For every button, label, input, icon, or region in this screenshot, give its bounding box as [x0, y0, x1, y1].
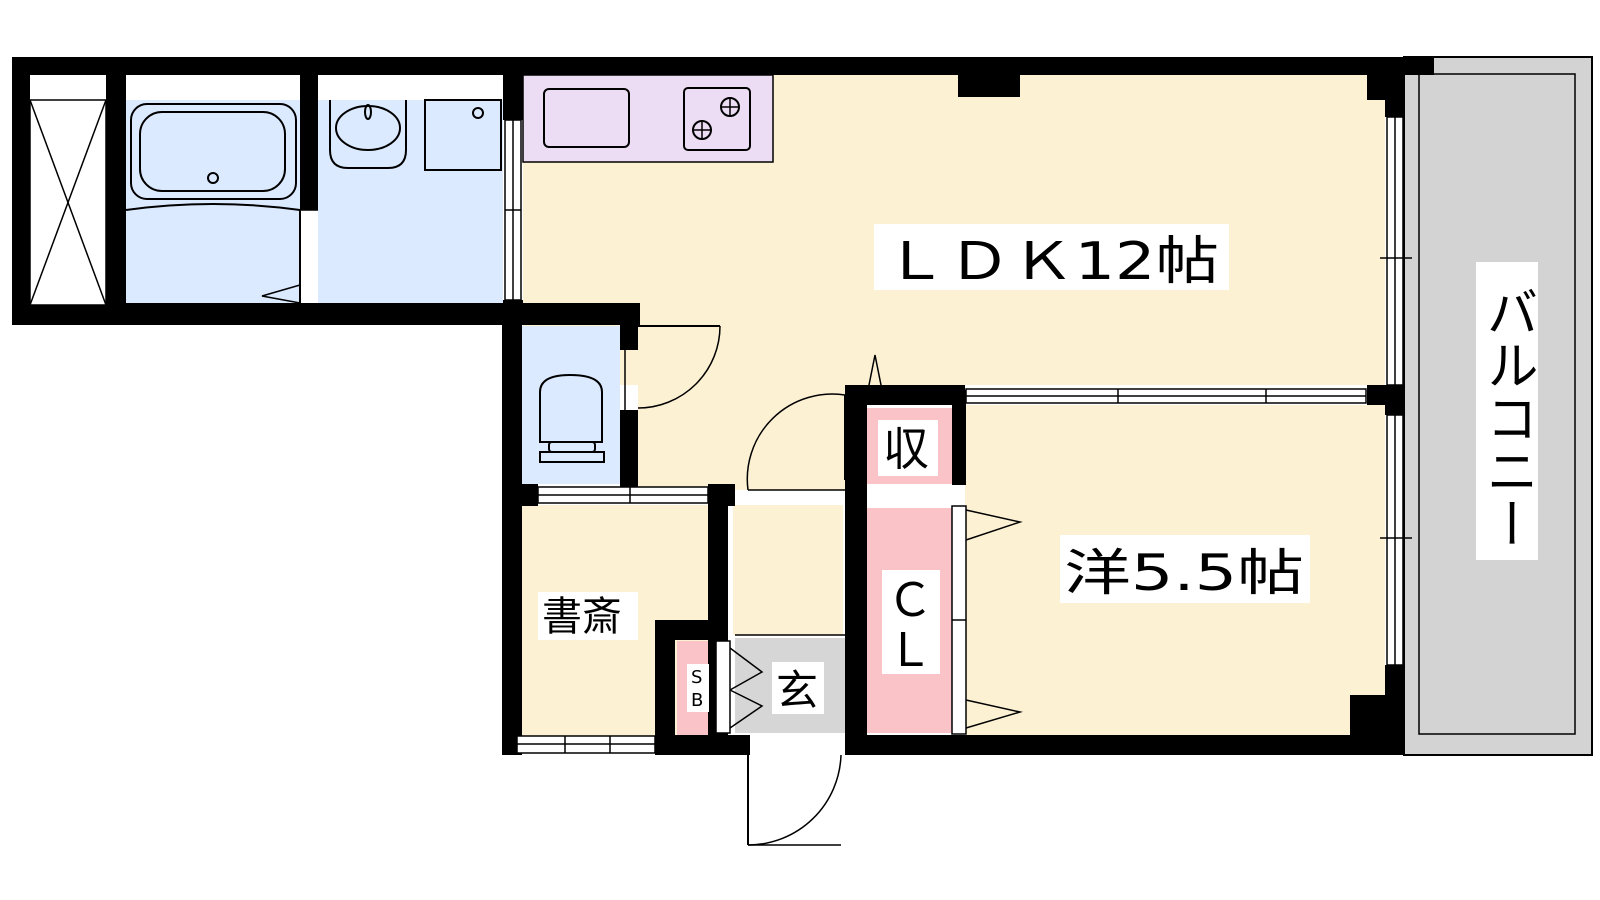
storage-label: 収 — [883, 422, 929, 476]
bathtub-icon — [125, 103, 318, 304]
shoebox-label-bottom: B — [691, 690, 703, 711]
toilet-icon — [539, 373, 605, 463]
balcony-label-bg — [1476, 262, 1538, 560]
ldk-label-bg — [874, 224, 1229, 290]
storage-label-bg — [878, 420, 938, 476]
washroom-floor — [318, 100, 503, 303]
shoebox-door-icon — [715, 634, 845, 734]
study-window-icon — [516, 735, 656, 754]
study-label-bg — [538, 592, 638, 640]
washing-machine-icon — [424, 99, 502, 171]
entrance-label-bg — [772, 662, 824, 714]
closet-label-top: Ｃ — [887, 573, 933, 627]
sliding-door-icon — [965, 388, 1367, 404]
shoebox-label-top: S — [691, 667, 702, 688]
hall-floor — [733, 505, 843, 635]
washroom-sliding-door-icon — [504, 119, 522, 301]
study-sliding-door-icon — [537, 486, 709, 504]
closet-door-icon — [951, 505, 1023, 735]
western-room-label: 洋5.5帖 — [1064, 544, 1304, 602]
door-swing-icon — [624, 325, 883, 846]
balcony-label: バルコニー — [1477, 285, 1537, 550]
sink-icon — [543, 88, 630, 148]
entrance-label: 玄 — [776, 666, 818, 715]
study-label: 書斎 — [542, 594, 622, 640]
stove-icon — [683, 87, 751, 151]
western-label-bg — [1060, 535, 1310, 603]
window-icon — [29, 99, 107, 306]
ldk-label: ＬＤＫ12帖 — [884, 232, 1219, 292]
ldk-floor-hall — [638, 320, 848, 490]
shoebox-label-bg — [687, 664, 709, 712]
bath-floor — [126, 100, 300, 303]
walls — [12, 57, 1434, 755]
closet-label-bottom: Ｌ — [887, 623, 933, 677]
washbasin-icon — [329, 100, 407, 169]
closet-label-bg — [882, 570, 940, 674]
balcony-window-icon — [1380, 116, 1412, 666]
